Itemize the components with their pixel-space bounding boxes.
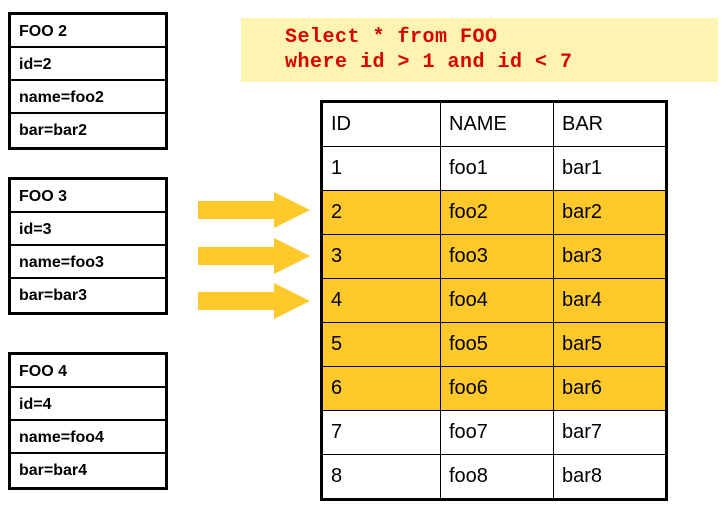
cell-id: 6 bbox=[321, 366, 441, 411]
cell-name: foo4 bbox=[440, 278, 554, 323]
cell-id: 7 bbox=[321, 410, 441, 455]
table-row: 1 foo1 bar1 bbox=[321, 146, 667, 191]
column-header-name: NAME bbox=[440, 101, 554, 147]
cell-bar: bar1 bbox=[553, 146, 667, 191]
cell-bar: bar5 bbox=[553, 322, 667, 367]
cell-id: 8 bbox=[321, 454, 441, 500]
column-header-id: ID bbox=[321, 101, 441, 147]
foo-box-field-id: id=3 bbox=[11, 213, 165, 246]
sql-query-callout: Select * from FOO where id > 1 and id < … bbox=[241, 18, 718, 82]
cell-bar: bar2 bbox=[553, 190, 667, 235]
foo-box-field-bar: bar=bar4 bbox=[19, 462, 88, 479]
arrow-right-icon bbox=[198, 238, 310, 274]
table-row: 3 foo3 bar3 bbox=[321, 234, 667, 279]
cell-name: foo3 bbox=[440, 234, 554, 279]
foo-object-box: FOO 4 id=4 name=foo4 bar=bar4 bbox=[8, 352, 168, 490]
cell-id: 4 bbox=[321, 278, 441, 323]
cell-id: 1 bbox=[321, 146, 441, 191]
foo-box-field-name: name=foo3 bbox=[11, 246, 165, 279]
arrow-right-icon bbox=[198, 283, 310, 319]
sql-query-line-2: where id > 1 and id < 7 bbox=[285, 51, 573, 74]
table-row: 4 foo4 bar4 bbox=[321, 278, 667, 323]
table-row: 6 foo6 bar6 bbox=[321, 366, 667, 411]
cell-name: foo1 bbox=[440, 146, 554, 191]
foo-box-title: FOO 3 bbox=[11, 180, 165, 213]
result-table: ID NAME BAR 1 foo1 bar1 2 foo2 bar2 3 fo… bbox=[320, 100, 668, 501]
foo-box-title: FOO 2 bbox=[11, 15, 165, 48]
cell-name: foo6 bbox=[440, 366, 554, 411]
cell-bar: bar7 bbox=[553, 410, 667, 455]
column-header-bar: BAR bbox=[553, 101, 667, 147]
foo-box-field-name: name=foo2 bbox=[11, 81, 165, 114]
cell-bar: bar3 bbox=[553, 234, 667, 279]
foo-box-field-bar: bar=bar3 bbox=[19, 287, 88, 304]
foo-object-box: FOO 3 id=3 name=foo3 bar=bar3 bbox=[8, 177, 168, 315]
foo-box-field-id: id=2 bbox=[11, 48, 165, 81]
foo-box-field-name: name=foo4 bbox=[11, 421, 165, 454]
cell-bar: bar6 bbox=[553, 366, 667, 411]
cell-id: 3 bbox=[321, 234, 441, 279]
cell-name: foo8 bbox=[440, 454, 554, 500]
foo-object-box: FOO 2 id=2 name=foo2 bar=bar2 bbox=[8, 12, 168, 150]
arrow-right-icon bbox=[198, 192, 310, 228]
table-row: 5 foo5 bar5 bbox=[321, 322, 667, 367]
table-row: 8 foo8 bar8 bbox=[321, 454, 667, 500]
cell-name: foo7 bbox=[440, 410, 554, 455]
cell-id: 2 bbox=[321, 190, 441, 235]
cell-id: 5 bbox=[321, 322, 441, 367]
table-row: 2 foo2 bar2 bbox=[321, 190, 667, 235]
foo-box-field-bar: bar=bar2 bbox=[19, 122, 88, 139]
cell-name: foo2 bbox=[440, 190, 554, 235]
cell-bar: bar4 bbox=[553, 278, 667, 323]
cell-name: foo5 bbox=[440, 322, 554, 367]
table-header-row: ID NAME BAR bbox=[321, 101, 667, 147]
sql-query-line-1: Select * from FOO bbox=[285, 26, 498, 49]
foo-box-title: FOO 4 bbox=[11, 355, 165, 388]
cell-bar: bar8 bbox=[553, 454, 667, 500]
table-row: 7 foo7 bar7 bbox=[321, 410, 667, 455]
foo-box-field-id: id=4 bbox=[11, 388, 165, 421]
